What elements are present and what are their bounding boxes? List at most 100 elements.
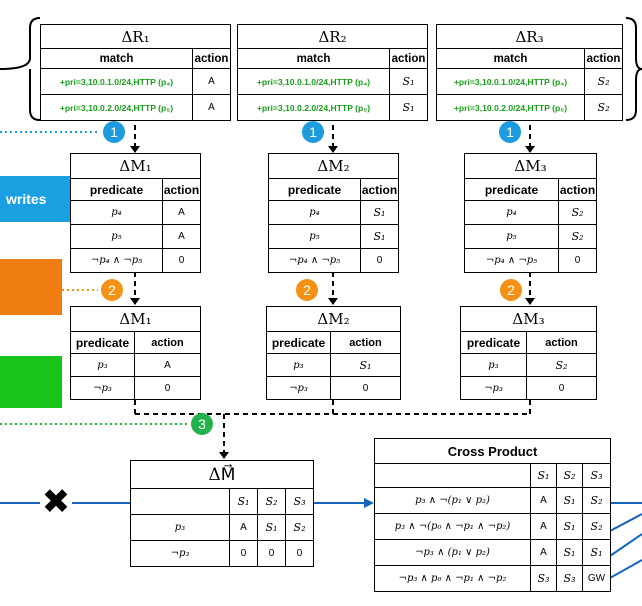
table-cell: 0 <box>558 248 597 273</box>
step-number: 2 <box>303 282 311 298</box>
table-cell: S₁ <box>556 513 583 540</box>
table-title: ΔR₁ <box>39 24 232 49</box>
step-1-badge: 1 <box>499 121 521 143</box>
table-cell: S₂ <box>583 68 624 95</box>
cell-text: (p₅) <box>355 102 371 113</box>
table-cell: match <box>436 48 585 69</box>
table-cell: S₂ <box>581 487 612 514</box>
step-2-badge: 2 <box>296 279 318 301</box>
table-cell: p₄ <box>268 200 361 225</box>
cell-text: +pri=3,10.0.1.0/24,HTTP <box>256 76 353 87</box>
table-cell: ΔM₃ <box>464 153 597 179</box>
table-cell: action <box>583 48 624 69</box>
table-cell: action <box>191 48 232 69</box>
table-cell: p₃ <box>130 514 230 541</box>
table-cell: A <box>229 514 258 541</box>
writes-label: writes <box>6 191 47 207</box>
step-1-badge: 1 <box>103 121 125 143</box>
table-cell: 0 <box>162 248 201 273</box>
cell-text: +pri=3,10.0.2.0/24,HTTP <box>256 102 353 113</box>
table-cell <box>374 463 531 488</box>
table-cell: p₃ ∧ ¬(p₁ ∨ p₂) <box>374 487 531 514</box>
table-cell: ¬p₃ <box>130 540 230 567</box>
table-cell: match <box>40 48 193 69</box>
table-cell: A <box>530 513 557 540</box>
right-brace <box>625 17 642 70</box>
table-cell: S₂ <box>526 353 597 377</box>
table-cell: match <box>237 48 390 69</box>
table-cell: ¬p₄ ∧ ¬p₅ <box>70 248 163 273</box>
table-cell: S₁ <box>530 463 557 488</box>
step-2-badge: 2 <box>500 279 522 301</box>
table-cell: predicate <box>268 178 361 201</box>
table-cell: 0 <box>284 540 315 567</box>
table-cell: ¬p₃ <box>266 376 331 400</box>
table-cell: action <box>330 331 401 354</box>
table-cell: A <box>191 68 232 95</box>
table-cell: S₁ <box>581 539 612 566</box>
table-cell: S₂ <box>581 513 612 540</box>
table-cell: predicate <box>460 331 527 354</box>
table-cell: 0 <box>229 540 258 567</box>
cell-text: +pri=3,10.0.1.0/24,HTTP <box>453 76 550 87</box>
table-cell: ΔM₃ <box>460 306 597 332</box>
table-cell: p₃ <box>460 353 527 377</box>
table-cell: predicate <box>70 331 135 354</box>
table-cell: S₂ <box>558 200 597 225</box>
table-cell: S₃ <box>581 463 612 488</box>
table-cell: ¬p₄ ∧ ¬p₅ <box>268 248 361 273</box>
table-cell: S₃ <box>530 565 557 592</box>
table-cell: S₂ <box>556 463 583 488</box>
step-3-badge: 3 <box>191 413 213 435</box>
table-cell: GW <box>581 565 612 592</box>
table-cell: S₁ <box>360 200 399 225</box>
step-number: 1 <box>110 124 118 140</box>
table-cell: +pri=3,10.0.2.0/24,HTTP (p₅) <box>436 94 585 121</box>
table-cell: A <box>191 94 232 121</box>
table-cell: S₂ <box>284 514 315 541</box>
table-cell: p₅ <box>268 224 361 249</box>
table-cell: ¬p₄ ∧ ¬p₅ <box>464 248 559 273</box>
cell-text: +pri=3,10.0.1.0/24,HTTP <box>59 76 156 87</box>
table-cell: +pri=3,10.0.1.0/24,HTTP (p₄) <box>237 68 390 95</box>
table-cell: S₃ <box>556 565 583 592</box>
cell-text: +pri=3,10.0.2.0/24,HTTP <box>453 102 550 113</box>
step-number: 3 <box>198 416 206 432</box>
table-cell: 0 <box>134 376 201 400</box>
table-cell: +pri=3,10.0.2.0/24,HTTP (p₅) <box>237 94 390 121</box>
table-cell: S₁ <box>360 224 399 249</box>
table-cell: predicate <box>464 178 559 201</box>
table-cell: predicate <box>266 331 331 354</box>
table-cell: S₁ <box>330 353 401 377</box>
cell-text: (p₄) <box>552 76 568 87</box>
table-cell: 0 <box>526 376 597 400</box>
table-cell: action <box>388 48 429 69</box>
table-cell: p₃ <box>70 353 135 377</box>
table-cell: ΔM⃗ <box>129 460 315 489</box>
table-cell: p₄ <box>464 200 559 225</box>
step-number: 1 <box>506 124 514 140</box>
step-2-badge: 2 <box>101 279 123 301</box>
table-cell: S₂ <box>257 488 286 515</box>
table-cell: S₁ <box>556 487 583 514</box>
table-cell: S₁ <box>257 514 286 541</box>
table-cell: p₅ <box>70 224 163 249</box>
table-cell: ¬p₃ <box>70 376 135 400</box>
table-cell: S₂ <box>558 224 597 249</box>
table-cell: p₄ <box>70 200 163 225</box>
table-cell: S₁ <box>556 539 583 566</box>
cell-text: (p₄) <box>158 76 174 87</box>
table-cell: p₃ <box>266 353 331 377</box>
table-cell: +pri=3,10.0.1.0/24,HTTP (p₄) <box>40 68 193 95</box>
green-panel <box>0 356 62 408</box>
writes-panel: writes <box>0 176 76 222</box>
table-cell: action <box>558 178 597 201</box>
table-cell: ΔR₃ <box>435 24 624 49</box>
table-cell: ΔM₁ <box>70 306 201 332</box>
